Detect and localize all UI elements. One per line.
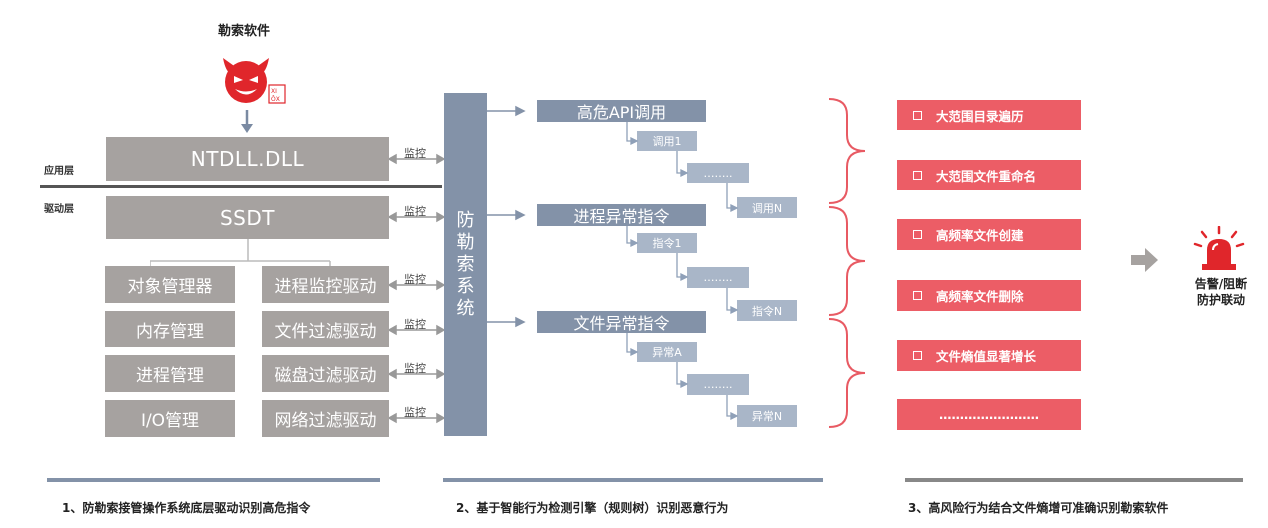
behavior-label: 高频率文件删除: [936, 289, 1024, 304]
monitor-label-3: 监控: [404, 273, 426, 286]
checkbox-icon: [913, 170, 922, 180]
file-filter-driver-box: 文件过滤驱动: [262, 311, 389, 347]
category-1-first: 调用1: [637, 131, 697, 151]
ransomware-label: 勒索软件: [218, 24, 271, 39]
system-to-category-arrows: [487, 105, 526, 328]
section-2-label: 2、基于智能行为检测引擎（规则树）识别恶意行为: [456, 501, 729, 515]
section-1-bar: [47, 478, 380, 482]
app-layer-label: 应用层: [44, 166, 74, 177]
category-3-last: 异常N: [737, 405, 797, 427]
system-char-1: 防: [456, 209, 475, 231]
category-file-anomaly: 文件异常指令: [537, 311, 706, 333]
behavior-item-4: 高频率文件删除: [897, 280, 1081, 311]
category-3-first: 异常A: [637, 342, 697, 362]
behavior-label: 大范围文件重命名: [936, 168, 1037, 184]
behavior-item-2: 大范围文件重命名: [897, 160, 1081, 190]
object-manager-box: 对象管理器: [105, 266, 235, 303]
system-char-3: 索: [456, 253, 475, 275]
monitor-label-2: 监控: [404, 205, 426, 218]
monitor-label-4: 监控: [404, 318, 426, 331]
checkbox-icon: [913, 110, 922, 120]
checkbox-icon: [913, 230, 922, 239]
behavior-item-1: 大范围目录遍历: [897, 100, 1081, 130]
section-2-bar: [443, 478, 823, 482]
category-2-last: 指令N: [737, 300, 797, 321]
checkbox-icon: [913, 351, 922, 360]
monitor-label-6: 监控: [404, 406, 426, 419]
memory-manager-box: 内存管理: [105, 311, 235, 347]
behavior-label: 文件熵值显著增长: [936, 349, 1037, 364]
section-1-label: 1、防勒索接管操作系统底层驱动识别高危指令: [62, 501, 311, 515]
devil-icon: XI ǑX: [223, 58, 286, 104]
arrow-right-icon: [1131, 248, 1158, 272]
checkbox-icon: [913, 291, 922, 300]
brace-icons: [828, 98, 866, 428]
svg-text:XI: XI: [271, 88, 277, 95]
ntdll-box: NTDLL.DLL: [106, 137, 389, 181]
behavior-label: 大范围目录遍历: [936, 108, 1024, 124]
process-monitor-driver-box: 进程监控驱动: [262, 266, 389, 303]
io-manager-box: I/O管理: [105, 400, 235, 437]
alarm-label: 告警/阻断 防护联动: [1183, 276, 1259, 308]
siren-icon: [1193, 226, 1245, 270]
behavior-label: ……………………: [939, 407, 1039, 422]
category-process-anomaly: 进程异常指令: [537, 204, 706, 226]
category-1-last: 调用N: [737, 197, 797, 218]
section-3-bar: [905, 478, 1243, 482]
driver-layer-label: 驱动层: [44, 204, 74, 215]
disk-filter-driver-box: 磁盘过滤驱动: [262, 355, 389, 392]
alarm-line-2: 防护联动: [1196, 293, 1245, 307]
tree-connector: [150, 239, 331, 267]
category-high-risk-api: 高危API调用: [537, 100, 706, 122]
arrow-down-icon: [241, 110, 253, 133]
category-1-dots: ……..: [687, 163, 749, 183]
system-char-5: 统: [456, 297, 475, 319]
monitor-label-5: 监控: [404, 362, 426, 375]
rule-tree-connectors: [626, 122, 739, 421]
monitor-arrows: [389, 153, 445, 424]
behavior-item-3: 高频率文件创建: [897, 219, 1081, 250]
svg-text:ǑX: ǑX: [271, 96, 280, 103]
category-2-dots: ……..: [687, 267, 749, 288]
ssdt-box: SSDT: [106, 196, 389, 239]
process-manager-box: 进程管理: [105, 355, 235, 392]
network-filter-driver-box: 网络过滤驱动: [262, 400, 389, 437]
monitor-label-1: 监控: [404, 147, 426, 160]
layer-divider: [40, 185, 442, 188]
section-3-label: 3、高风险行为结合文件熵增可准确识别勒索软件: [908, 501, 1169, 515]
category-3-dots: ……..: [687, 374, 749, 395]
anti-ransomware-system: 防 勒 索 系 统: [444, 93, 487, 436]
alarm-line-1: 告警/阻断: [1194, 277, 1248, 291]
category-2-first: 指令1: [637, 233, 697, 253]
system-char-2: 勒: [456, 231, 475, 253]
behavior-item-6: ……………………: [897, 399, 1081, 430]
behavior-item-5: 文件熵值显著增长: [897, 340, 1081, 371]
system-char-4: 系: [456, 275, 475, 297]
behavior-label: 高频率文件创建: [936, 228, 1024, 243]
